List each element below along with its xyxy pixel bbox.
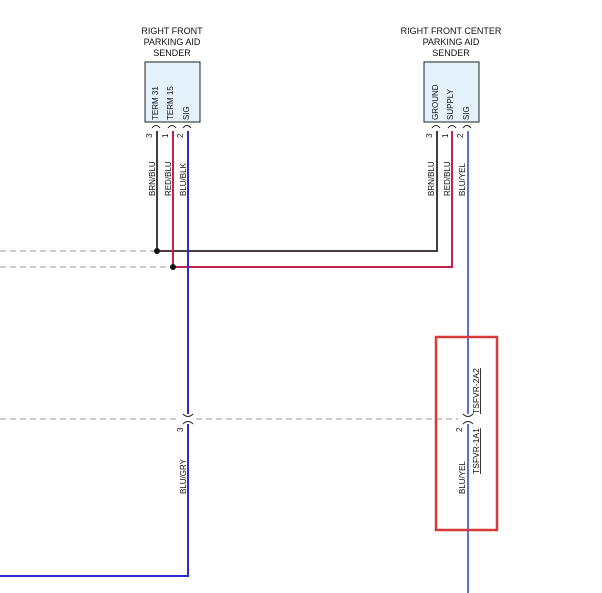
terminal-mark — [167, 125, 177, 129]
pin-number-1: 1 — [161, 133, 170, 138]
wire-label-blu-yel: BLU/YEL — [458, 163, 467, 196]
wire-label-brn-blu: BRN/BLU — [148, 161, 157, 196]
right-front-sender: RIGHT FRONT PARKING AID SENDER TERM 31 T… — [141, 26, 203, 196]
pin-label-term31: TERM 31 — [151, 86, 160, 120]
pin-number-3: 3 — [425, 133, 434, 138]
connector-id-lower: TSFVR-1A1 — [471, 428, 481, 474]
pin-number-2: 2 — [456, 133, 465, 138]
splice-dot-ground — [154, 248, 160, 254]
terminal-mark — [447, 125, 457, 129]
pin-label-supply: SUPPLY — [446, 88, 455, 120]
wire-label-red-blu: RED/BLU — [443, 161, 452, 196]
wire-brn-blu-ground — [156, 131, 438, 252]
wire-label-blu-blk: BLU/BLK — [179, 162, 188, 196]
connector-pin-number: 2 — [455, 427, 464, 432]
sender-box — [423, 61, 480, 123]
wire-red-blu-supply — [172, 131, 453, 268]
connector-id-upper: TSFVR-2A2 — [471, 368, 481, 414]
connector-symbol — [182, 413, 194, 425]
splice-dot-supply — [170, 264, 176, 270]
sender-box — [144, 61, 201, 123]
terminal-mark — [431, 125, 441, 129]
connector-symbol — [462, 413, 474, 425]
terminal-mark — [182, 125, 192, 129]
pin-number-2: 2 — [176, 133, 185, 138]
right-front-center-sender: RIGHT FRONT CENTER PARKING AID SENDER GR… — [401, 26, 502, 196]
sender-title-line-1: RIGHT FRONT — [141, 26, 203, 36]
pin-label-sig: SIG — [182, 106, 191, 120]
sender-title-line-1: RIGHT FRONT CENTER — [401, 26, 502, 36]
left-inline-connector: 3 BLU/GRY — [176, 413, 194, 494]
pin-number-3: 3 — [145, 133, 154, 138]
pin-label-sig: SIG — [462, 106, 471, 120]
sender-title-line-3: SENDER — [153, 48, 191, 58]
right-inline-connector: TSFVR-2A2 2 TSFVR-1A1 BLU/YEL — [455, 368, 481, 494]
terminal-mark — [151, 125, 161, 129]
wire-label-blu-yel: BLU/YEL — [458, 461, 467, 494]
connector-pin-number: 3 — [176, 427, 185, 432]
wire-label-brn-blu: BRN/BLU — [427, 161, 436, 196]
pin-label-ground: GROUND — [431, 84, 440, 120]
pin-number-1: 1 — [441, 133, 450, 138]
wire-label-red-blu: RED/BLU — [164, 161, 173, 196]
sender-title-line-3: SENDER — [432, 48, 470, 58]
wire-blu-gry-signal — [0, 424, 189, 577]
terminal-mark — [462, 125, 472, 129]
highlight-box — [434, 335, 499, 532]
sender-title-line-2: PARKING AID — [423, 37, 480, 47]
sender-title-line-2: PARKING AID — [144, 37, 201, 47]
pin-label-term15: TERM 15 — [166, 86, 175, 120]
wire-label-blu-gry: BLU/GRY — [179, 458, 188, 494]
